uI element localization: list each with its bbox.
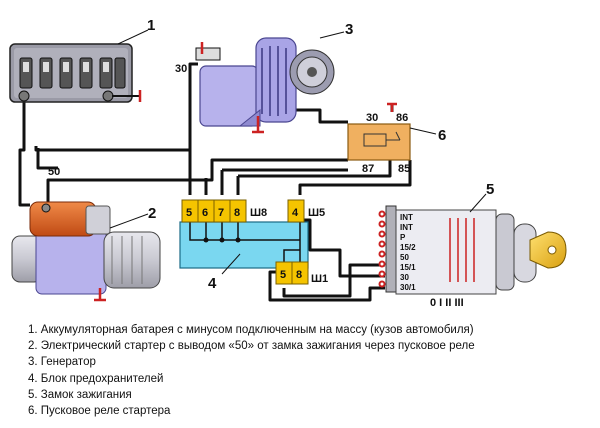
fuse-connector-label-sh1: Ш1	[311, 273, 328, 285]
fuse-connector-sh5	[287, 199, 305, 223]
starter	[11, 201, 161, 302]
fuse-pin: 7	[218, 207, 224, 219]
starter-terminal-50: 50	[48, 166, 60, 178]
wire-50-relay	[58, 158, 348, 182]
key-positions: 0 I II III	[430, 297, 464, 309]
fuse-connector-sh8	[181, 199, 247, 223]
fuse-connector-label-sh8: Ш8	[250, 207, 267, 219]
starter-relay	[347, 102, 411, 161]
ground-marker	[387, 102, 397, 112]
fuse-pin: 5	[186, 207, 192, 219]
wiring-diagram: 1 30 3 30 86 87 85 6	[9, 17, 567, 309]
fuse-pin: 8	[296, 269, 302, 281]
callout-fuse-block: 4	[208, 275, 217, 292]
legend-item: 1. Аккумуляторная батарея с минусом подк…	[28, 324, 474, 336]
wire-50-starter	[46, 178, 58, 205]
lock-position: INT	[400, 213, 413, 222]
lock-position: INT	[400, 223, 413, 232]
fuse-connector-label-sh5: Ш5	[308, 207, 325, 219]
fuse-pin: 4	[292, 207, 299, 219]
callout-starter: 2	[148, 205, 156, 222]
lock-position: 15/1	[400, 263, 416, 272]
fuse-pin: 8	[234, 207, 240, 219]
battery	[9, 43, 142, 103]
wire-lock-3	[300, 218, 385, 278]
wire-battery-junction	[36, 148, 58, 170]
relay-terminal-30: 30	[366, 112, 378, 124]
lock-position: 50	[400, 253, 409, 262]
legend-item: 2. Электрический стартер с выводом «50» …	[28, 340, 475, 353]
generator-terminal-30: 30	[175, 63, 187, 75]
relay-terminal-85: 85	[398, 163, 410, 175]
legend-item: 3. Генератор	[28, 356, 96, 369]
generator	[195, 37, 335, 134]
legend-item: 5. Замок зажигания	[28, 388, 132, 401]
lock-position: P	[400, 233, 406, 242]
wire-lock-2	[282, 263, 385, 298]
lock-position: 15/2	[400, 243, 416, 252]
callout-ignition-lock: 5	[486, 181, 494, 198]
callout-generator: 3	[345, 21, 353, 38]
lock-position: 30	[400, 273, 409, 282]
fuse-connector-sh1	[275, 261, 309, 285]
legend-item: 6. Пусковое реле стартера	[28, 405, 171, 418]
fuse-pin: 5	[280, 269, 286, 281]
callout-battery: 1	[147, 17, 155, 34]
wire-fuse8-up	[236, 160, 392, 195]
ignition-lock	[378, 205, 567, 295]
fuse-pin: 6	[202, 207, 208, 219]
callout-relay: 6	[438, 127, 446, 144]
wire-relay85	[298, 160, 412, 195]
wire-fuse7-up	[220, 168, 348, 195]
legend-item: 4. Блок предохранителей	[28, 372, 164, 385]
lock-position: 30/1	[400, 283, 416, 292]
legend: 1. Аккумуляторная батарея с минусом подк…	[28, 322, 475, 419]
wire-battery-starter	[18, 98, 30, 207]
relay-terminal-86: 86	[396, 112, 408, 124]
fuse-block	[179, 221, 309, 269]
relay-terminal-87: 87	[362, 163, 374, 175]
